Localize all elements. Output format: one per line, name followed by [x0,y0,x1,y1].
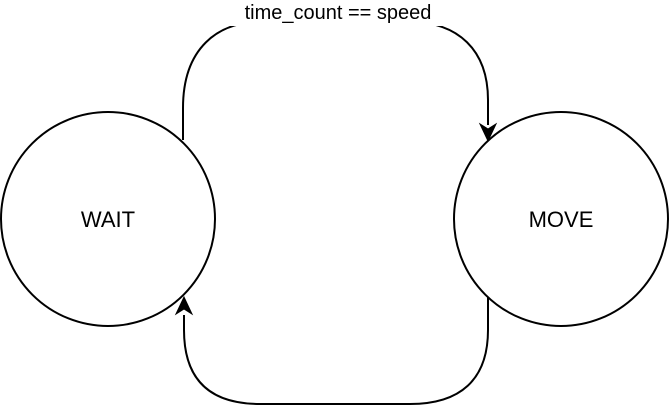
transition-wait-to-move-path [182,21,489,140]
state-move[interactable]: MOVE [453,111,669,327]
transition-wait-to-move: time_count == speed [182,0,498,143]
state-move-label: MOVE [529,207,594,232]
transition-move-to-wait [174,295,489,405]
transition-move-to-wait-path [183,295,489,405]
transition-move-to-wait-arrowhead [174,295,194,316]
state-move-circle[interactable] [453,111,669,327]
transition-wait-to-move-label: time_count == speed [245,2,432,24]
state-wait-label: WAIT [81,207,135,232]
transition-wait-to-move-label-bg [224,0,452,26]
state-wait-circle[interactable] [0,111,216,327]
transition-wait-to-move-arrowhead [478,122,498,143]
state-wait[interactable]: WAIT [0,111,216,327]
